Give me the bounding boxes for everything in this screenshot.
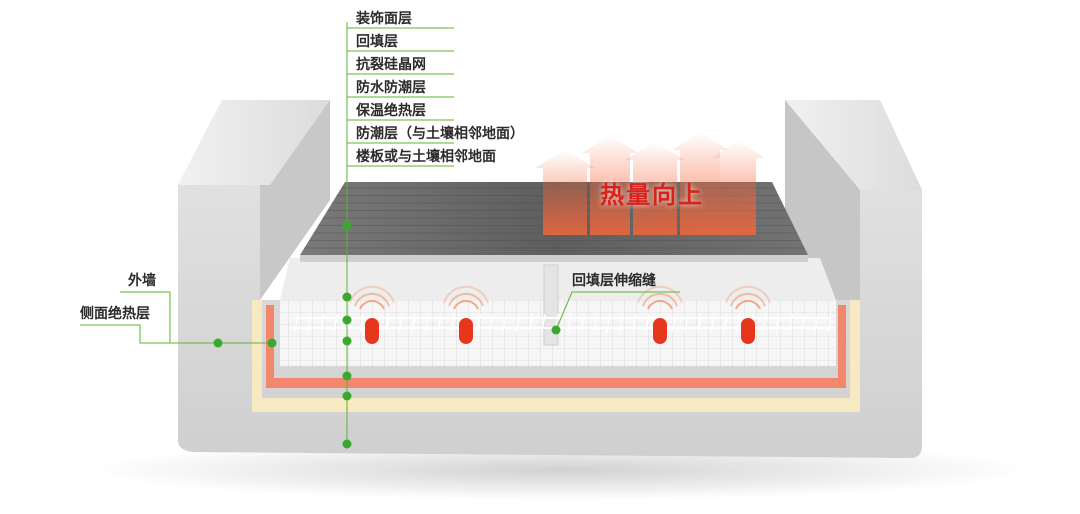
leader-dot (342, 371, 352, 381)
outer-wall-body (178, 100, 922, 458)
left-wall-top (178, 100, 330, 185)
leader-lines (80, 22, 680, 449)
heating-pipe (365, 318, 379, 344)
mesh-bar (619, 313, 624, 333)
heating-pipe (653, 318, 667, 344)
label-expansion-joint: 回填层伸缩缝 (572, 273, 656, 289)
heat-wave (735, 300, 761, 310)
mesh-bar (814, 313, 819, 333)
mesh-bar (398, 313, 403, 333)
mesh-bar (541, 313, 546, 333)
heat-wave (359, 300, 385, 310)
mesh-bar (294, 313, 299, 333)
label-floor-slab: 楼板或与土壤相邻地面 (356, 149, 496, 165)
heating-pipe (459, 318, 473, 344)
mesh-bar (710, 313, 715, 333)
mesh-bar (762, 313, 767, 333)
mesh-bar (385, 313, 390, 333)
mesh-bar (567, 313, 572, 333)
label-backfill-layer: 回填层 (356, 34, 398, 50)
leader-dot (342, 336, 352, 346)
mesh-bar (775, 313, 780, 333)
leader-dot (213, 338, 223, 348)
mesh-bar (320, 313, 325, 333)
heat-wave (637, 285, 683, 304)
mesh-bar (333, 313, 338, 333)
mesh-bar (684, 313, 689, 333)
heating-pipes (349, 285, 771, 344)
label-waterproof-layer: 防水防潮层 (356, 80, 426, 96)
label-side-insulation: 侧面绝热层 (80, 306, 150, 322)
mesh-bar (580, 313, 585, 333)
mesh-bar (437, 313, 442, 333)
mesh-bar (359, 313, 364, 333)
leader-dot (342, 292, 352, 302)
heat-arrow (535, 150, 595, 235)
heat-wave (354, 292, 390, 307)
mesh-bar (671, 313, 676, 333)
mesh-bar (697, 313, 702, 333)
leader-dot (342, 315, 352, 325)
mesh-bar (593, 313, 598, 333)
heat-wave (647, 300, 673, 310)
heat-wave (725, 285, 771, 304)
label-insulation-layer: 保温绝热层 (356, 103, 426, 119)
mesh-bar (606, 313, 611, 333)
anti-crack-mesh (290, 313, 835, 333)
mesh-bar (502, 313, 507, 333)
heat-wave (448, 292, 484, 307)
heat-wave (453, 300, 479, 310)
mesh-bar (515, 313, 520, 333)
label-anti-crack-mesh: 抗裂硅晶网 (356, 57, 426, 73)
mesh-bar (723, 313, 728, 333)
leader-dot (342, 391, 352, 401)
side-insulation-leader (80, 324, 272, 344)
leader-dot (342, 439, 352, 449)
mesh-bar (528, 313, 533, 333)
leader-dot (342, 221, 352, 231)
heat-wave (349, 285, 395, 304)
mesh-bar (632, 313, 637, 333)
leader-dot (551, 325, 561, 335)
moisture-barrier-layer (266, 305, 846, 388)
heating-pipe (741, 318, 755, 344)
mesh-bar (489, 313, 494, 333)
heat-arrow (712, 140, 764, 235)
mesh-bar (307, 313, 312, 333)
label-decorative-surface: 装饰面层 (356, 11, 412, 27)
heat-wave (642, 292, 678, 307)
mesh-bar (801, 313, 806, 333)
mesh-bar (788, 313, 793, 333)
label-moisture-layer: 防潮层（与土壤相邻地面） (356, 126, 524, 142)
heat-arrow (582, 135, 638, 235)
mesh-bar (476, 313, 481, 333)
mesh-bar (645, 313, 650, 333)
expansion-joint-leader (555, 291, 680, 331)
heat-wave (443, 285, 489, 304)
right-wall-top (785, 100, 922, 190)
side-insulation-layer (252, 300, 860, 412)
heat-arrow (625, 142, 685, 235)
mesh-bar (424, 313, 429, 333)
mesh-bar (450, 313, 455, 333)
label-outer-wall: 外墙 (128, 273, 156, 289)
heat-up-label: 热量向上 (600, 181, 704, 209)
leader-dot (267, 338, 277, 348)
heat-arrows (535, 132, 764, 235)
expansion-joint (543, 264, 559, 346)
mesh-bar (827, 313, 832, 333)
left-wall-inner-face (222, 100, 330, 300)
mesh-bar (411, 313, 416, 333)
heat-wave (730, 292, 766, 307)
mesh-bar (736, 313, 741, 333)
wood-floor-edge (300, 255, 808, 262)
